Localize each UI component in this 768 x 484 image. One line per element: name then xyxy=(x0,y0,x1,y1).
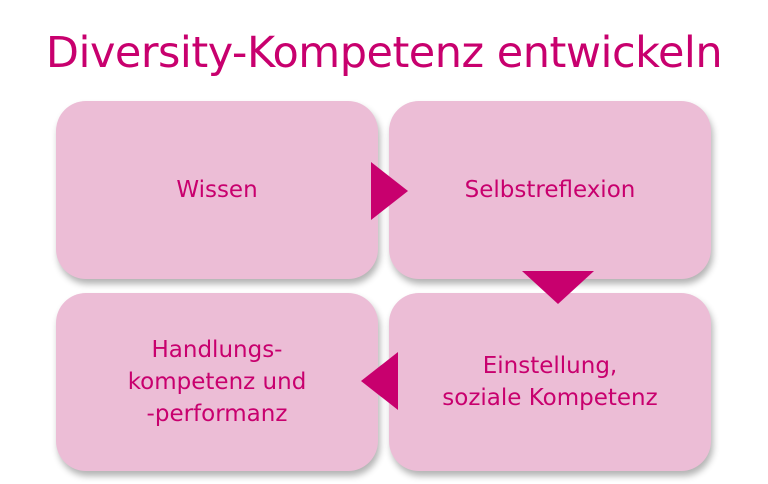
step-label-line: Selbstreflexion xyxy=(464,177,636,203)
step-label-line: Einstellung, xyxy=(482,353,618,379)
step-label: Selbstreflexion xyxy=(465,174,636,206)
step-box-selbstreflexion: Selbstreflexion xyxy=(389,101,711,279)
step-label-line: Handlungs- xyxy=(151,337,283,363)
step-box-handlungskompetenz: Handlungs- kompetenz und -performanz xyxy=(56,293,378,471)
step-box-einstellung: Einstellung, soziale Kompetenz xyxy=(389,293,711,471)
step-label: Wissen xyxy=(176,174,257,206)
step-box-wissen: Wissen xyxy=(56,101,378,279)
step-label-line: -performanz xyxy=(146,401,288,427)
arrow-down-icon xyxy=(522,271,594,304)
arrow-left-icon xyxy=(361,352,398,410)
arrow-right-icon xyxy=(371,162,408,220)
step-label-line: soziale Kompetenz xyxy=(442,385,658,411)
step-label-line: Wissen xyxy=(176,177,258,203)
step-label-line: kompetenz und xyxy=(127,369,307,395)
step-label: Handlungs- kompetenz und -performanz xyxy=(128,334,307,430)
step-label: Einstellung, soziale Kompetenz xyxy=(442,350,657,414)
page-title: Diversity-Kompetenz entwickeln xyxy=(45,28,723,78)
